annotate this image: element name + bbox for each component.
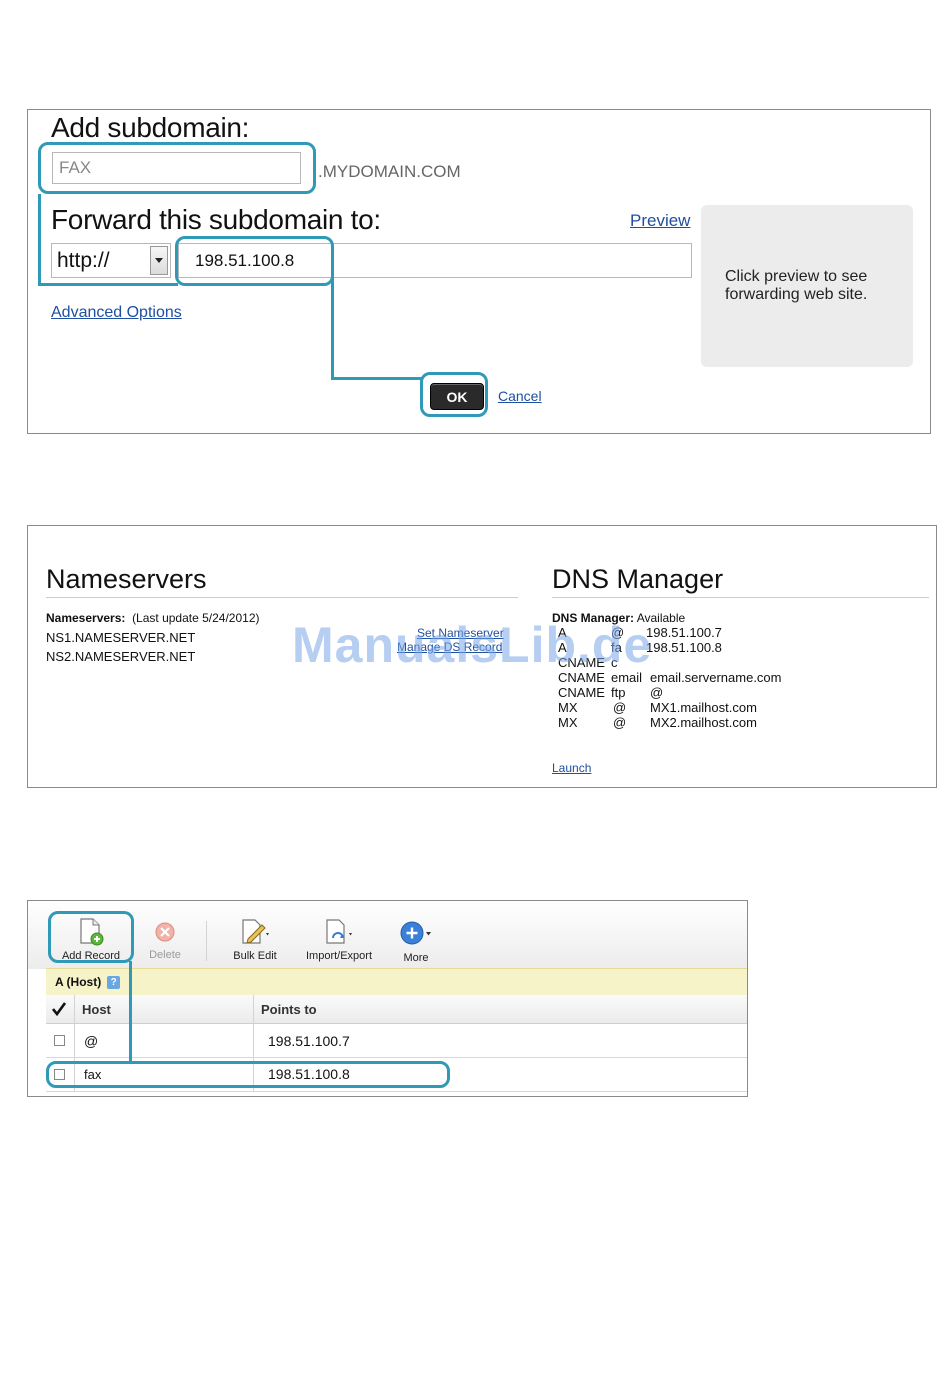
nameserver-1: NS1.NAMESERVER.NET <box>46 630 196 645</box>
dns-label: DNS Manager: <box>552 611 635 625</box>
record-host: email <box>611 670 643 685</box>
nameservers-meta: Nameservers: (Last update 5/24/2012) <box>46 611 260 625</box>
record-host: @ <box>613 700 627 715</box>
row-points-to: 198.51.100.7 <box>268 1033 350 1049</box>
add-subdomain-panel: Add subdomain: FAX .MYDOMAIN.COM Forward… <box>27 109 931 434</box>
nameservers-label: Nameservers: <box>46 611 126 625</box>
dns-manager-heading: DNS Manager <box>552 564 724 594</box>
add-record-button[interactable]: Add Record <box>56 917 126 962</box>
list-item: A @ 198.51.100.7 <box>558 625 858 640</box>
forward-heading: Forward this subdomain to: <box>51 204 381 235</box>
list-item: MX @ MX1.mailhost.com <box>558 700 858 715</box>
record-type: A <box>558 625 567 640</box>
delete-icon <box>155 922 175 942</box>
launch-link[interactable]: Launch <box>552 761 592 775</box>
list-item: CNAME ftp @ <box>558 685 858 700</box>
chevron-down-icon[interactable] <box>150 246 168 275</box>
record-host: @ <box>613 715 627 730</box>
record-type: CNAME <box>558 670 605 685</box>
list-item: CNAME email email.servername.com <box>558 670 858 685</box>
checkmark-icon[interactable] <box>52 1002 66 1016</box>
divider <box>46 597 518 598</box>
advanced-options-link[interactable]: Advanced Options <box>51 304 182 321</box>
toolbar-label: Add Record <box>61 950 121 962</box>
record-type: CNAME <box>558 655 605 670</box>
record-host: @ <box>611 625 625 640</box>
dns-status: DNS Manager: Available <box>552 611 685 625</box>
divider <box>552 597 929 598</box>
import-export-button[interactable]: Import/Export <box>300 917 378 962</box>
help-icon[interactable]: ? <box>107 975 121 989</box>
protocol-value: http:// <box>57 248 110 272</box>
manage-ds-record-link[interactable]: Manage DS Record <box>397 640 503 654</box>
import-export-icon <box>326 919 352 944</box>
more-button[interactable]: More <box>394 919 438 964</box>
add-record-icon <box>80 918 104 946</box>
nameservers-heading: Nameservers <box>46 564 207 594</box>
row-checkbox[interactable] <box>54 1069 65 1080</box>
connector-line <box>38 194 41 286</box>
toolbar-label: More <box>403 952 429 964</box>
table-header: Host Points to <box>46 995 747 1024</box>
bulk-edit-button[interactable]: Bulk Edit <box>227 917 283 962</box>
bulk-edit-icon <box>242 919 269 944</box>
forward-target-input[interactable]: 198.51.100.8 <box>178 243 692 278</box>
divider <box>253 1058 254 1091</box>
last-update: (Last update 5/24/2012) <box>132 611 260 625</box>
toolbar-label: Import/Export <box>305 950 373 962</box>
record-type: A <box>558 640 567 655</box>
row-host: fax <box>84 1067 102 1082</box>
row-points-to: 198.51.100.8 <box>268 1066 350 1082</box>
record-value: MX1.mailhost.com <box>650 700 757 715</box>
list-item: MX @ MX2.mailhost.com <box>558 715 858 730</box>
records-toolbar: Add Record Delete Bulk Edit <box>28 901 747 969</box>
preview-placeholder: Click preview to see forwarding web site… <box>701 205 913 367</box>
row-host: @ <box>84 1033 99 1049</box>
toolbar-label: Delete <box>149 949 181 961</box>
domain-overview-panel: Nameservers Nameservers: (Last update 5/… <box>27 525 937 788</box>
list-item: A fa 198.51.100.8 <box>558 640 858 655</box>
list-item: CNAME c <box>558 655 858 670</box>
section-title-bar: A (Host) ? <box>46 968 747 996</box>
connector-line <box>38 283 178 286</box>
divider <box>74 995 75 1023</box>
row-checkbox[interactable] <box>54 1035 65 1046</box>
more-icon <box>400 921 431 945</box>
set-nameserver-link[interactable]: Set Nameserver <box>417 626 504 640</box>
connector-line <box>331 377 423 380</box>
record-value: 198.51.100.8 <box>646 640 722 655</box>
preview-link[interactable]: Preview <box>630 211 691 230</box>
record-host: fa <box>611 640 622 655</box>
record-host: c <box>611 655 618 670</box>
cancel-link[interactable]: Cancel <box>498 388 542 404</box>
add-subdomain-heading: Add subdomain: <box>51 112 250 143</box>
record-value: MX2.mailhost.com <box>650 715 757 730</box>
dns-records-list: A @ 198.51.100.7 A fa 198.51.100.8 CNAME… <box>558 625 858 730</box>
record-value: email.servername.com <box>650 670 782 685</box>
divider <box>206 921 207 961</box>
dns-records-panel: Add Record Delete Bulk Edit <box>27 900 748 1097</box>
table-row[interactable]: fax 198.51.100.8 <box>46 1058 747 1092</box>
record-value: 198.51.100.7 <box>646 625 722 640</box>
column-header-points-to[interactable]: Points to <box>261 1002 317 1017</box>
record-type: MX <box>558 715 578 730</box>
divider <box>253 995 254 1023</box>
table-row[interactable]: @ 198.51.100.7 <box>46 1024 747 1058</box>
nameserver-2: NS2.NAMESERVER.NET <box>46 649 196 664</box>
record-type: CNAME <box>558 685 605 700</box>
section-title: A (Host) <box>55 975 102 989</box>
delete-button[interactable]: Delete <box>140 921 190 961</box>
divider <box>253 1024 254 1057</box>
dns-status-value: Available <box>636 611 686 625</box>
record-type: MX <box>558 700 578 715</box>
toolbar-label: Bulk Edit <box>233 950 277 962</box>
column-header-host[interactable]: Host <box>82 1002 111 1017</box>
record-value: @ <box>650 685 664 700</box>
record-host: ftp <box>611 685 626 700</box>
divider <box>74 1024 75 1057</box>
domain-suffix: .MYDOMAIN.COM <box>318 162 461 181</box>
ok-button[interactable]: OK <box>430 383 484 410</box>
divider <box>74 1058 75 1091</box>
subdomain-input[interactable]: FAX <box>52 152 301 184</box>
